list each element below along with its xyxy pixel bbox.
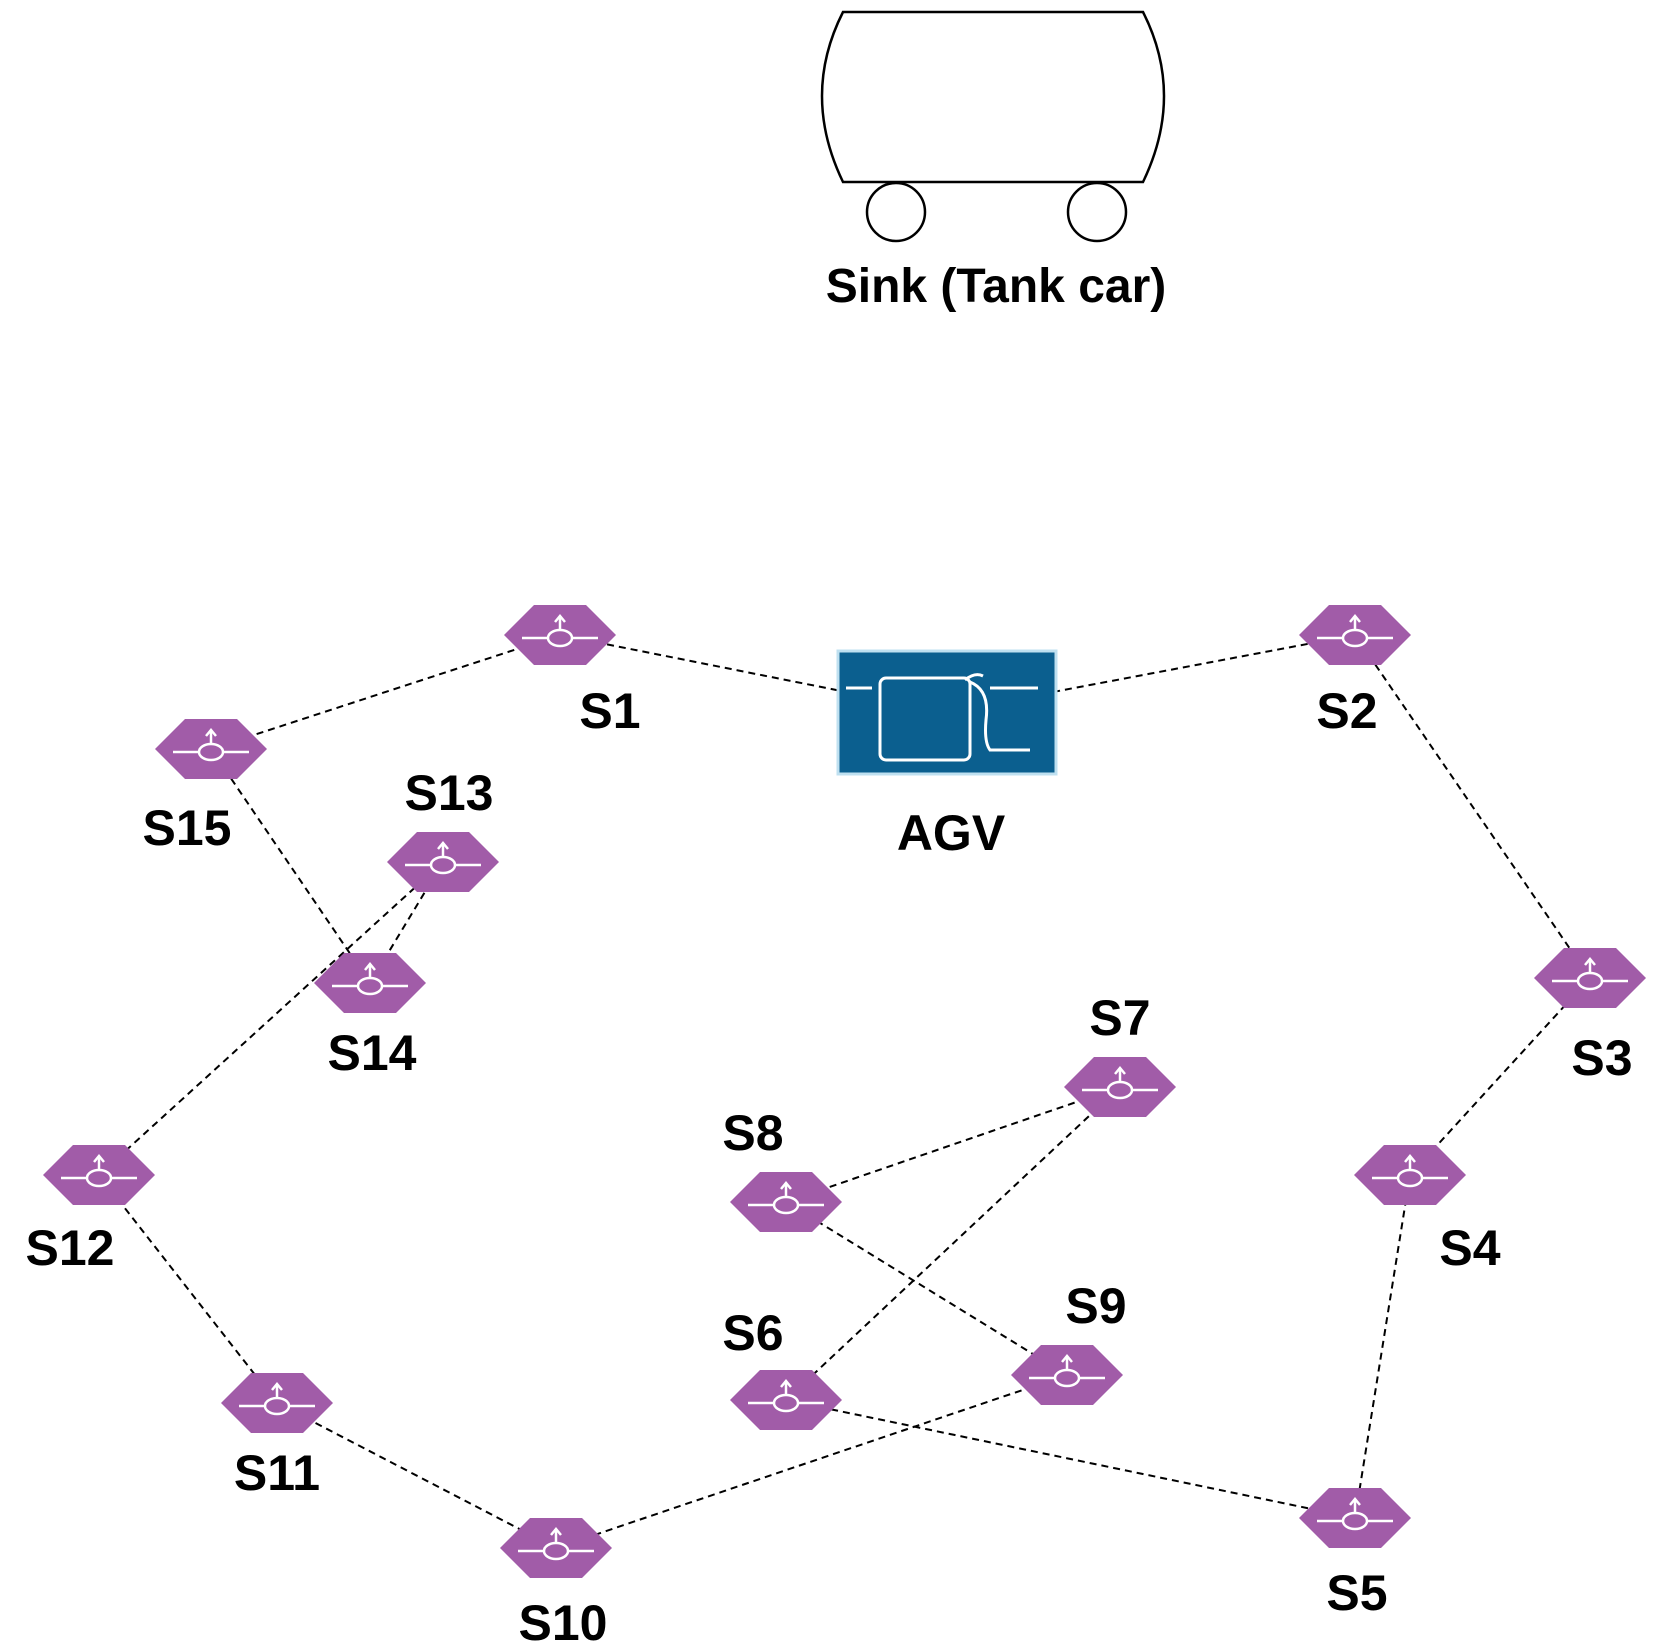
sensor-label-s8: S8 — [722, 1105, 783, 1161]
sensor-hexagon — [1354, 1145, 1466, 1205]
sensor-hexagon — [1011, 1345, 1123, 1405]
sensor-hexagon — [1299, 605, 1411, 665]
edge-s2-s3 — [1354, 634, 1591, 979]
sensor-label-s2: S2 — [1316, 683, 1377, 739]
sensor-hexagon — [221, 1373, 333, 1433]
agv-border — [836, 649, 1058, 776]
sensor-icon — [522, 614, 598, 648]
edge-s9-s10 — [555, 1374, 1068, 1549]
sensor-label-s5: S5 — [1326, 1565, 1387, 1621]
sensor-icon — [1317, 1497, 1393, 1531]
sensor-icon — [1552, 957, 1628, 991]
sensor-node-s11: S11 — [221, 1373, 333, 1501]
edge-s8-s9 — [785, 1201, 1068, 1376]
edge-s6-s7 — [785, 1086, 1121, 1401]
tank-wheel-left — [865, 181, 927, 243]
tank-body — [820, 10, 1166, 184]
sensor-icon — [518, 1527, 594, 1561]
sensor-node-s13: S13 — [387, 765, 499, 892]
tank-wheel-right — [1066, 181, 1128, 243]
sensor-label-s9: S9 — [1065, 1278, 1126, 1334]
vehicle-icon — [846, 673, 1038, 762]
sensor-icon — [405, 841, 481, 875]
edge-agv-s2 — [946, 634, 1356, 713]
sensor-node-s5: S5 — [1299, 1488, 1411, 1621]
sensor-node-s12: S12 — [26, 1145, 155, 1276]
sensor-node-s6: S6 — [722, 1305, 842, 1430]
sensor-icon — [1082, 1066, 1158, 1100]
sensor-hexagon — [1299, 1488, 1411, 1548]
sensor-icon — [239, 1382, 315, 1416]
sensor-label-s13: S13 — [405, 765, 494, 821]
agv-label: AGV — [897, 805, 1006, 861]
edges-layer — [98, 634, 1591, 1549]
sensor-icon — [748, 1181, 824, 1215]
agv: AGV — [836, 649, 1058, 861]
sensor-hexagon — [314, 953, 426, 1013]
edge-s4-s5 — [1354, 1174, 1411, 1519]
sensor-hexagon — [500, 1518, 612, 1578]
sensor-hexagon — [155, 719, 267, 779]
sensor-node-s10: S10 — [500, 1518, 612, 1651]
sensor-hexagon — [1064, 1057, 1176, 1117]
sensor-icon — [1372, 1154, 1448, 1188]
edge-s5-s6 — [785, 1399, 1356, 1519]
sensor-node-s9: S9 — [1011, 1278, 1127, 1405]
edge-s10-s11 — [276, 1402, 557, 1549]
sensor-node-s15: S15 — [143, 719, 267, 856]
sensor-icon — [1029, 1354, 1105, 1388]
sensor-icon — [332, 962, 408, 996]
sensor-node-s3: S3 — [1534, 948, 1646, 1086]
edge-s14-s15 — [210, 748, 371, 984]
sensor-hexagon — [730, 1370, 842, 1430]
sensor-node-s8: S8 — [722, 1105, 842, 1232]
agv-body — [838, 651, 1056, 774]
edge-s11-s12 — [98, 1174, 278, 1404]
sink-label: Sink (Tank car) — [826, 260, 1167, 313]
sensor-icon — [748, 1379, 824, 1413]
sensor-hexagon — [1534, 948, 1646, 1008]
sensor-hexagon — [730, 1172, 842, 1232]
sensor-label-s12: S12 — [26, 1220, 115, 1276]
sink-tank-car: Sink (Tank car) — [820, 10, 1167, 313]
sensor-node-s2: S2 — [1299, 605, 1411, 739]
sensor-node-s1: S1 — [504, 605, 641, 739]
sensor-hexagon — [387, 832, 499, 892]
sensor-icon — [173, 728, 249, 762]
edge-s7-s8 — [785, 1086, 1121, 1203]
sensor-label-s1: S1 — [579, 683, 640, 739]
sensor-label-s14: S14 — [328, 1025, 417, 1081]
sensor-node-s7: S7 — [1064, 990, 1176, 1117]
sensor-label-s6: S6 — [722, 1305, 783, 1361]
sensor-node-s14: S14 — [314, 953, 426, 1081]
edge-s12-s13 — [98, 861, 444, 1176]
sensor-label-s3: S3 — [1571, 1030, 1632, 1086]
sensor-icon — [61, 1154, 137, 1188]
sensor-hexagon — [43, 1145, 155, 1205]
edge-s15-s1 — [210, 634, 561, 750]
sensor-label-s15: S15 — [143, 800, 232, 856]
sensor-node-s4: S4 — [1354, 1145, 1501, 1276]
sensor-icon — [1317, 614, 1393, 648]
sensor-hexagon — [504, 605, 616, 665]
sensor-label-s7: S7 — [1089, 990, 1150, 1046]
sensor-label-s11: S11 — [234, 1445, 320, 1501]
sensor-label-s4: S4 — [1439, 1220, 1500, 1276]
sensor-label-s10: S10 — [519, 1595, 608, 1651]
edge-s3-s4 — [1409, 977, 1591, 1176]
